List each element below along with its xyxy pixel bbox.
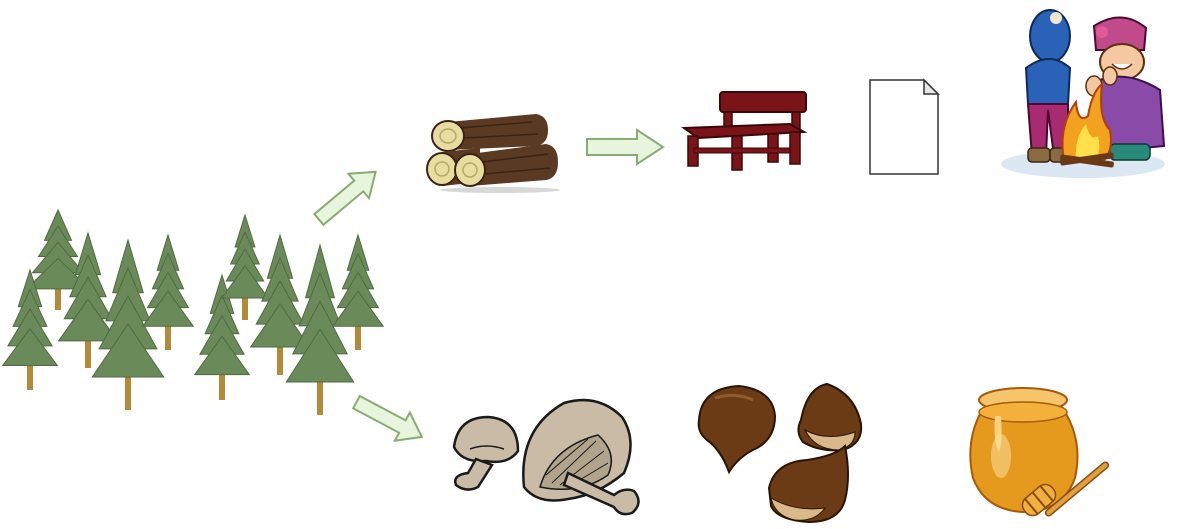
campfire-people-icon <box>998 6 1168 180</box>
arrow-down-right-icon <box>350 392 430 448</box>
chestnuts-icon <box>695 380 865 525</box>
paper-sheet-icon <box>868 78 940 176</box>
arrow-right-icon <box>585 128 665 166</box>
arrow-up-right-icon <box>308 160 388 230</box>
mushrooms-icon <box>448 395 648 523</box>
bench-icon <box>680 88 810 174</box>
pine-forest-icon <box>0 205 390 410</box>
honey-pot-icon <box>965 382 1120 527</box>
pine-tree-icon <box>333 235 383 350</box>
pine-tree-icon <box>143 235 193 350</box>
logs-icon <box>420 108 565 193</box>
